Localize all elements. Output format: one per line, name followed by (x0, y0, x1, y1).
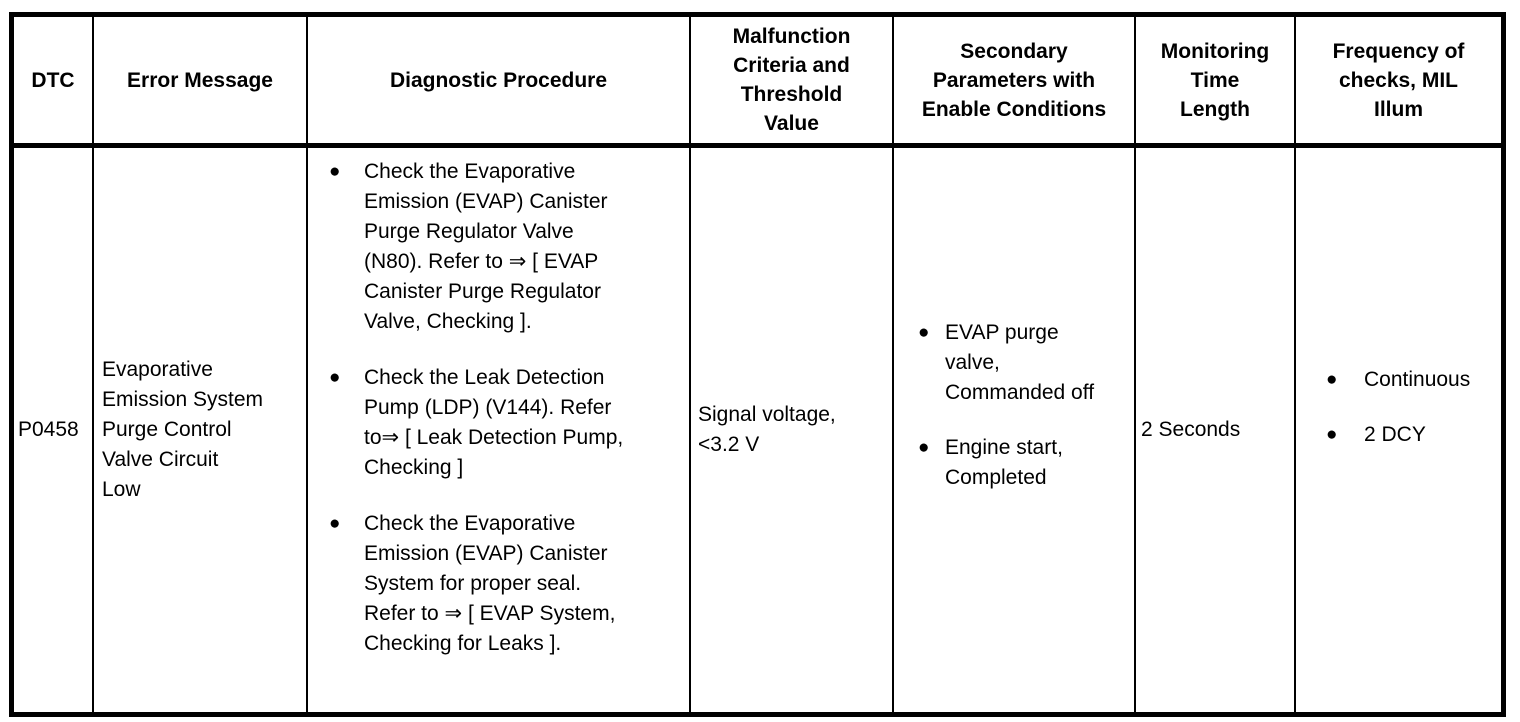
diagnostic-step: ● Check the Leak Detection Pump (LDP) (V… (329, 363, 689, 483)
dtc-diagnostic-table: DTC Error Message Diagnostic Procedure M… (9, 12, 1506, 717)
diagnostic-step-text: Check the Evaporative Emission (EVAP) Ca… (364, 160, 608, 333)
dtc-code: P0458 (18, 418, 79, 441)
diagnostic-step-text: Check the Evaporative Emission (EVAP) Ca… (364, 512, 616, 655)
frequency-item-text: Continuous (1364, 367, 1471, 391)
header-error-message: Error Message (94, 17, 308, 143)
bullet-icon: ● (329, 367, 341, 388)
cell-diagnostic-procedure: ● Check the Evaporative Emission (EVAP) … (308, 148, 691, 712)
bullet-icon: ● (1326, 368, 1338, 390)
header-dtc: DTC (14, 17, 94, 143)
table-header-row: DTC Error Message Diagnostic Procedure M… (14, 17, 1501, 148)
bullet-icon: ● (329, 513, 341, 534)
cell-secondary-parameters: ● EVAP purge valve, Commanded off ● Engi… (894, 148, 1136, 712)
diagnostic-step-text: Check the Leak Detection Pump (LDP) (V14… (364, 366, 624, 479)
monitoring-time-text: 2 Seconds (1141, 418, 1241, 441)
cell-malfunction-criteria: Signal voltage, <3.2 V (691, 148, 894, 712)
malfunction-criteria-text: Signal voltage, <3.2 V (698, 403, 836, 456)
bullet-icon: ● (918, 436, 930, 458)
bullet-icon: ● (329, 161, 341, 182)
bullet-icon: ● (918, 321, 930, 343)
header-diagnostic-procedure: Diagnostic Procedure (308, 17, 691, 143)
cell-error-message: Evaporative Emission System Purge Contro… (94, 148, 308, 712)
frequency-item: ● 2 DCY (1326, 420, 1501, 450)
error-message-text: Evaporative Emission System Purge Contro… (102, 358, 264, 501)
secondary-parameter: ● Engine start, Completed (918, 433, 1134, 493)
header-malfunction-criteria: Malfunction Criteria and Threshold Value (691, 17, 894, 143)
secondary-parameter: ● EVAP purge valve, Commanded off (918, 318, 1134, 408)
cell-frequency-of-checks: ● Continuous ● 2 DCY (1296, 148, 1501, 712)
header-monitoring-time: Monitoring Time Length (1136, 17, 1296, 143)
secondary-parameter-text: EVAP purge valve, Commanded off (945, 320, 1095, 404)
frequency-item-text: 2 DCY (1364, 422, 1426, 446)
frequency-item: ● Continuous (1326, 365, 1501, 395)
diagnostic-step: ● Check the Evaporative Emission (EVAP) … (329, 509, 689, 659)
diagnostic-step: ● Check the Evaporative Emission (EVAP) … (329, 157, 689, 337)
header-frequency-of-checks: Frequency of checks, MIL Illum (1332, 39, 1465, 121)
secondary-parameter-text: Engine start, Completed (945, 435, 1063, 489)
bullet-icon: ● (1326, 423, 1338, 445)
cell-monitoring-time: 2 Seconds (1136, 148, 1296, 712)
cell-dtc-code: P0458 (14, 148, 94, 712)
table-row: P0458 Evaporative Emission System Purge … (14, 148, 1501, 712)
header-secondary-parameters: Secondary Parameters with Enable Conditi… (894, 17, 1136, 143)
